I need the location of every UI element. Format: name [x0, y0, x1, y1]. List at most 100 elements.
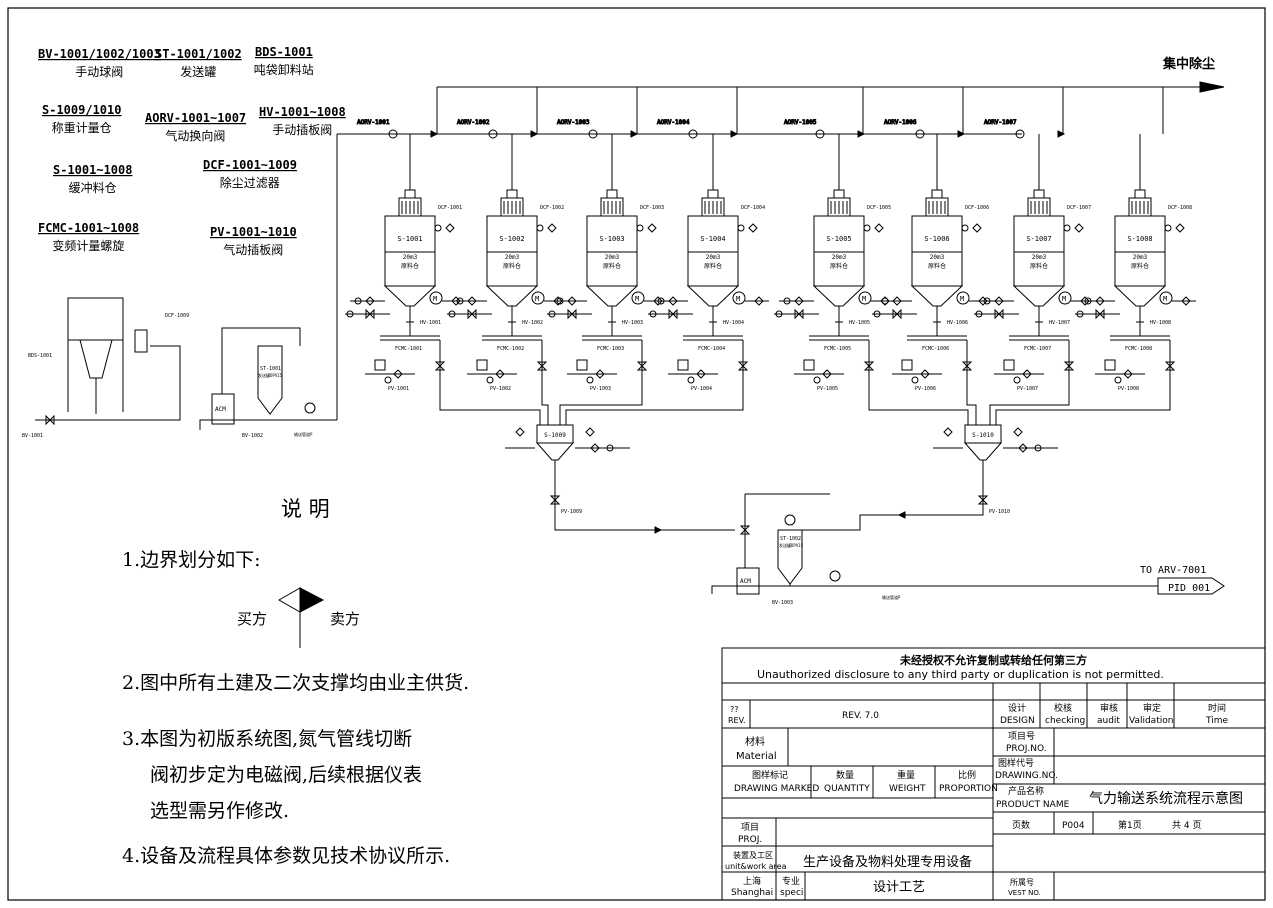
nitrogen-valve-icon	[794, 308, 804, 320]
solenoid-icon	[467, 296, 477, 306]
flow-arrow-icon	[730, 130, 739, 138]
silo-body	[1013, 215, 1065, 287]
instrument-icon	[456, 297, 464, 305]
sender-sub: 发送罐DPV15	[258, 372, 283, 378]
silo-volume: 20m3	[605, 254, 620, 261]
silo-body	[486, 215, 538, 287]
valve-icon	[1022, 369, 1032, 379]
instrument-box	[1104, 359, 1116, 371]
solenoid-icon	[1095, 296, 1105, 306]
acm-box	[211, 393, 235, 425]
silo-tag: S-1007	[1026, 235, 1051, 243]
acm-box	[736, 567, 760, 595]
silo-body	[384, 215, 436, 287]
pv-valve-icon	[536, 361, 548, 371]
legend-name: 吨袋卸料站	[254, 62, 314, 77]
legend-name: 缓冲料仓	[69, 180, 117, 195]
instrument-icon	[649, 310, 657, 318]
valve-icon	[920, 369, 930, 379]
silo-name: 原料仓	[603, 262, 621, 270]
silo-body	[687, 215, 739, 287]
validation-cn: 审定	[1143, 702, 1161, 714]
signal-icon	[445, 223, 455, 233]
feed-pipe	[35, 345, 181, 421]
solenoid-icon	[653, 296, 663, 306]
pv-valve-icon	[434, 361, 446, 371]
pv-tag: PV-1002	[490, 386, 511, 392]
weigh-bin-cone	[963, 442, 1003, 461]
instrument-icon	[586, 376, 594, 384]
solenoid-icon	[1018, 443, 1028, 453]
silo-name: 原料仓	[928, 262, 946, 270]
instrument-icon	[486, 376, 494, 384]
motor-label: M	[1062, 295, 1066, 303]
instrument-box	[803, 359, 815, 371]
filter-top	[931, 189, 943, 199]
aorv-tag: AORV-1006	[884, 119, 917, 126]
instrument-icon	[873, 310, 881, 318]
nitrogen-valve-icon	[467, 308, 477, 320]
pv-valve-icon	[977, 495, 989, 505]
collect-pipe	[559, 372, 643, 425]
silo-2: DCF-1002S-100220m3原料仓MHV-1002FCMC-1002PV…	[447, 134, 568, 392]
collect-pipe	[966, 372, 977, 425]
sender-tag: ST-1002	[780, 536, 801, 542]
aorv-valve-icon	[588, 129, 598, 139]
solenoid-icon	[892, 296, 902, 306]
pv-valve-icon	[636, 361, 648, 371]
solenoid-icon	[754, 296, 764, 306]
fcmc-tag: FCMC-1008	[1125, 346, 1152, 352]
scale-icon	[943, 427, 953, 437]
instrument-icon	[881, 297, 889, 305]
filter-top	[1134, 189, 1146, 199]
hv-tag: HV-1004	[723, 320, 744, 326]
outlet-to-label: TO ARV-7001	[1140, 565, 1206, 576]
motor-label: M	[635, 295, 639, 303]
aorv-valve-icon	[815, 129, 825, 139]
page-code: P004	[1062, 821, 1085, 831]
proj-cn: 项目	[741, 822, 759, 833]
motor-label: M	[862, 295, 866, 303]
pv-valve-icon	[549, 495, 561, 505]
notes-section: 说 明 1.边界划分如下: 买方 卖方 2.图中所有土建及二次支撑均由业主供货.…	[122, 497, 469, 867]
instrument-icon	[384, 376, 392, 384]
unit-value: 生产设备及物料处理专用设备	[803, 854, 972, 870]
nitrogen-valve-icon	[994, 308, 1004, 320]
boundary-seller: 卖方	[330, 610, 360, 628]
pressure-instrument-icon	[434, 224, 442, 232]
instrument-icon	[606, 444, 614, 452]
motor-icon	[1159, 291, 1173, 305]
air-pipe	[221, 327, 301, 394]
motor-label: M	[433, 295, 437, 303]
pv-tag: PV-1001	[388, 386, 409, 392]
flow-arrow-icon	[957, 130, 966, 138]
silo-tag: S-1002	[499, 235, 524, 243]
dcf-tag: DCF-1007	[1067, 205, 1091, 211]
dcf-tag: DCF-1006	[965, 205, 989, 211]
collect-pipe	[541, 372, 549, 425]
pressure-instrument-icon	[536, 224, 544, 232]
fcmc-tag: FCMC-1001	[395, 346, 422, 352]
flow-arrow-icon	[430, 130, 439, 138]
silo-name: 原料仓	[503, 262, 521, 270]
proportion-en: PROPORTION	[939, 784, 998, 794]
design-cn: 设计	[1008, 702, 1026, 714]
signal-icon	[1074, 223, 1084, 233]
solenoid-icon	[451, 296, 461, 306]
legend-code: FCMC-1001~1008	[38, 221, 139, 235]
signal-icon	[647, 223, 657, 233]
legend-name: 气动插板阀	[223, 242, 283, 257]
silo-name: 原料仓	[1030, 262, 1048, 270]
filter-top	[1033, 189, 1045, 199]
motor-icon	[956, 291, 970, 305]
legend-name: 除尘过滤器	[220, 175, 280, 190]
pressure-instrument-icon	[636, 224, 644, 232]
filter-top	[506, 189, 518, 199]
legend-name: 变频计量螺旋	[52, 238, 124, 253]
filter-top	[833, 189, 845, 199]
pv-tag: PV-1010	[989, 509, 1010, 515]
hv-tag: HV-1002	[522, 320, 543, 326]
silo-cone	[686, 285, 740, 307]
